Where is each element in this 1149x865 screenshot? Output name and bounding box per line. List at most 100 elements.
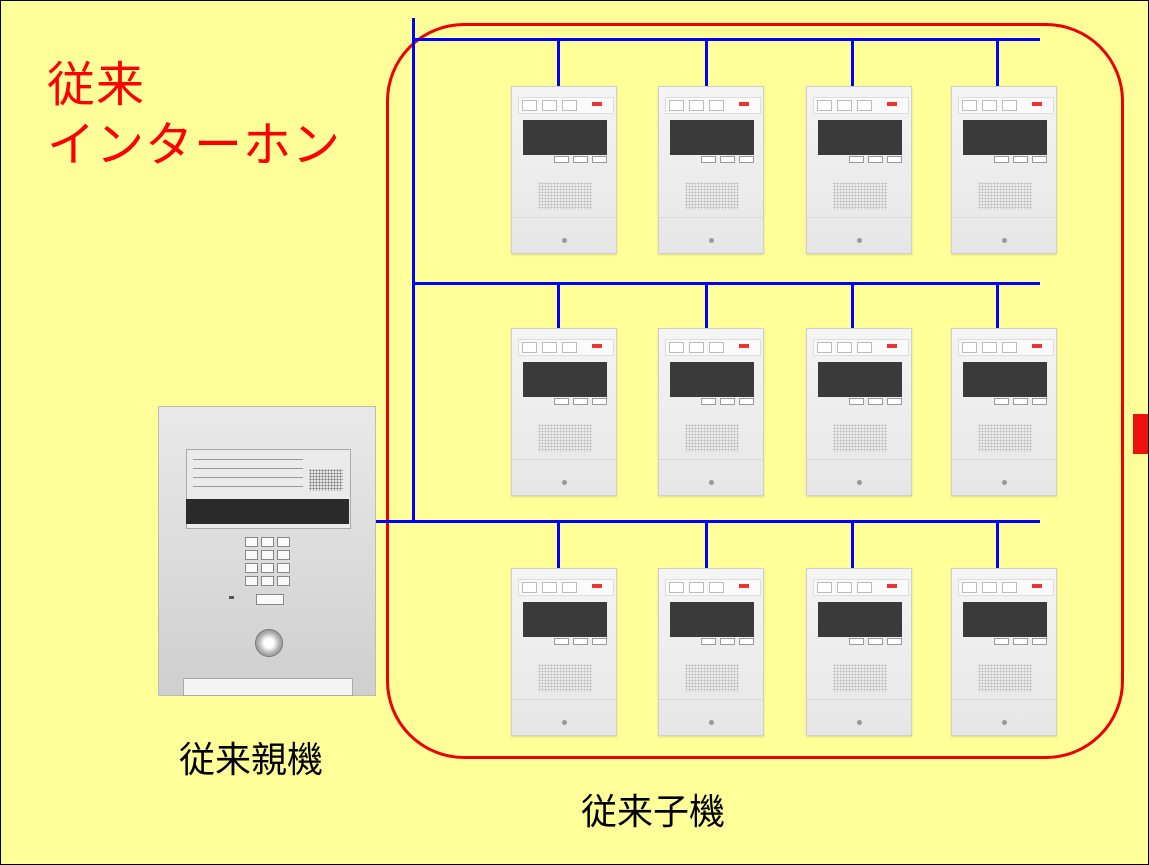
subunit-indicator	[887, 102, 897, 106]
subunit-button	[857, 342, 872, 353]
subunit-keys	[523, 156, 607, 163]
subunit-indicator	[887, 344, 897, 348]
subunit-button	[817, 342, 832, 353]
subunit-image	[658, 86, 764, 254]
subunit-indicator	[739, 584, 749, 588]
subunit-sensor	[1002, 238, 1007, 243]
subunit-image	[511, 328, 617, 496]
subunit-speaker-grill	[833, 182, 887, 210]
subunit-speaker-grill	[685, 182, 739, 210]
subunit-keys	[963, 398, 1047, 405]
next-arrow-mark	[1133, 414, 1148, 454]
subunit-display	[818, 120, 902, 155]
subunit-indicator	[592, 344, 602, 348]
subunit-image	[951, 86, 1057, 254]
subunit-speaker-grill	[978, 182, 1032, 210]
subunit-divider	[512, 699, 616, 700]
subunit-button	[542, 342, 557, 353]
subunit-button	[1002, 342, 1017, 353]
subunit-display	[670, 120, 754, 155]
diagram-title: 従来 インターホン	[47, 55, 341, 175]
vertical-trunk-wire	[412, 18, 415, 522]
master-display	[186, 499, 349, 524]
subunit-keys	[670, 638, 754, 645]
subunit-sensor	[857, 480, 862, 485]
subunit-speaker-grill	[538, 664, 592, 692]
subunit-button	[962, 342, 977, 353]
drop-wire	[996, 41, 999, 86]
subunit-sensor	[562, 238, 567, 243]
subunit-indicator	[1032, 102, 1042, 106]
subunit-sensor	[709, 480, 714, 485]
subunit-speaker-grill	[685, 424, 739, 452]
subunit-button	[689, 582, 704, 593]
subunit-button	[669, 582, 684, 593]
subunit-button	[542, 582, 557, 593]
subunit-indicator	[1032, 584, 1042, 588]
subunit-button	[857, 582, 872, 593]
subunit-button	[689, 342, 704, 353]
subunit-display	[818, 362, 902, 397]
drop-wire	[705, 285, 708, 330]
subunit-button	[1002, 582, 1017, 593]
subunit-divider	[807, 699, 911, 700]
subunit-display	[523, 362, 607, 397]
subunit-sensor	[1002, 720, 1007, 725]
subunit-speaker-grill	[978, 424, 1032, 452]
subunit-display	[670, 362, 754, 397]
subunit-button	[962, 582, 977, 593]
subunit-button	[982, 100, 997, 111]
master-bottom-plate	[183, 678, 353, 696]
subunit-speaker-grill	[978, 664, 1032, 692]
drop-wire	[851, 285, 854, 330]
subunit-sensor	[857, 720, 862, 725]
subunit-divider	[807, 217, 911, 218]
subunit-indicator	[739, 102, 749, 106]
subunit-sensor	[857, 238, 862, 243]
subunit-image	[951, 568, 1057, 736]
subunit-sensor	[1002, 480, 1007, 485]
drop-wire	[705, 41, 708, 86]
subunit-image	[806, 86, 912, 254]
subunit-display	[963, 362, 1047, 397]
subunit-button	[837, 582, 852, 593]
subunit-button	[689, 100, 704, 111]
subunit-button	[962, 100, 977, 111]
subunit-button	[542, 100, 557, 111]
subunit-speaker-grill	[833, 664, 887, 692]
subunit-indicator	[1032, 344, 1042, 348]
subunit-button	[522, 582, 537, 593]
subunit-button	[709, 100, 724, 111]
subunit-image	[951, 328, 1057, 496]
subunit-display	[818, 602, 902, 637]
subunit-button	[709, 342, 724, 353]
subunit-image	[511, 86, 617, 254]
subunit-divider	[659, 459, 763, 460]
subunit-divider	[512, 459, 616, 460]
subunit-display	[670, 602, 754, 637]
master-key-lock	[255, 629, 283, 657]
subunit-keys	[818, 398, 902, 405]
drop-wire	[557, 41, 560, 86]
subunit-keys	[523, 638, 607, 645]
subunit-speaker-grill	[685, 664, 739, 692]
subunit-button	[522, 100, 537, 111]
subunit-display	[963, 602, 1047, 637]
subunit-image	[658, 568, 764, 736]
subunit-button	[522, 342, 537, 353]
subunit-speaker-grill	[833, 424, 887, 452]
subunit-divider	[952, 459, 1056, 460]
subunit-keys	[670, 156, 754, 163]
master-unit-image	[158, 406, 376, 696]
subunit-keys	[670, 398, 754, 405]
subunit-divider	[807, 459, 911, 460]
master-led	[229, 596, 234, 599]
subunit-image	[511, 568, 617, 736]
subunit-sensor	[709, 720, 714, 725]
subunit-image	[806, 568, 912, 736]
subunit-divider	[659, 217, 763, 218]
bus-wire-row-2	[412, 282, 1040, 285]
subunit-speaker-grill	[538, 424, 592, 452]
subunit-sensor	[709, 238, 714, 243]
